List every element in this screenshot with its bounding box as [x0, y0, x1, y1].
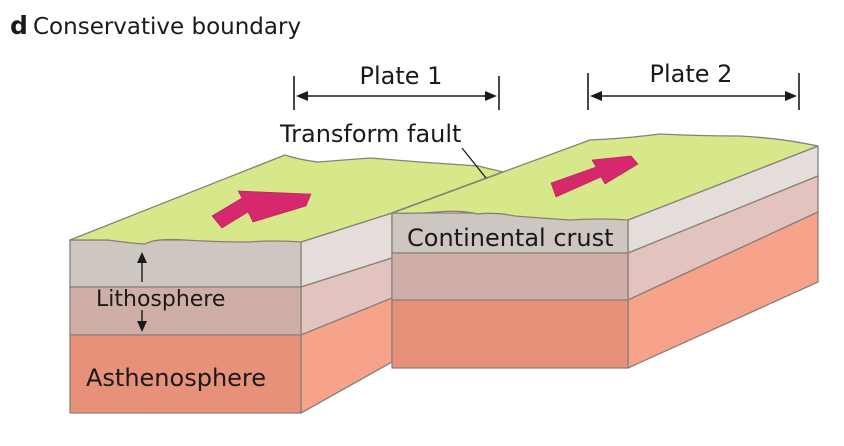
plate-2-block — [391, 133, 819, 369]
lithosphere-thickness-arrow — [137, 252, 147, 332]
plate-1-span — [293, 76, 500, 110]
plate-1-span-arrowhead-right — [485, 91, 497, 101]
plate-2-lith-front — [391, 252, 629, 301]
plate-1-lith-front — [69, 286, 302, 336]
plate-2-span-arrowhead-right — [785, 91, 797, 101]
transform-fault-line — [391, 171, 504, 214]
transform-fault-label: Transform fault — [279, 120, 461, 148]
panel-letter: d — [10, 11, 28, 40]
plate-1-asth-front — [69, 334, 302, 414]
plate-1-block — [69, 154, 504, 414]
figure-title: Conservative boundary — [33, 14, 301, 40]
plate-2-asth-front — [391, 299, 629, 369]
plate-1-label: Plate 1 — [360, 62, 443, 90]
plate-1-span-arrowhead-left — [296, 91, 308, 101]
asthenosphere-label: Asthenosphere — [86, 364, 266, 392]
plate-2-span-arrowhead-left — [590, 91, 602, 101]
lithosphere-label: Lithosphere — [96, 287, 225, 312]
plate-1-crust-front — [69, 239, 302, 288]
transform-fault-leader — [461, 147, 487, 179]
plate-2-motion-arrow — [550, 155, 639, 198]
continental-crust-label: Continental crust — [407, 224, 614, 252]
plate-2-span — [587, 73, 800, 110]
plate-2-label: Plate 2 — [650, 60, 733, 88]
plate-1-motion-arrow — [211, 190, 312, 229]
